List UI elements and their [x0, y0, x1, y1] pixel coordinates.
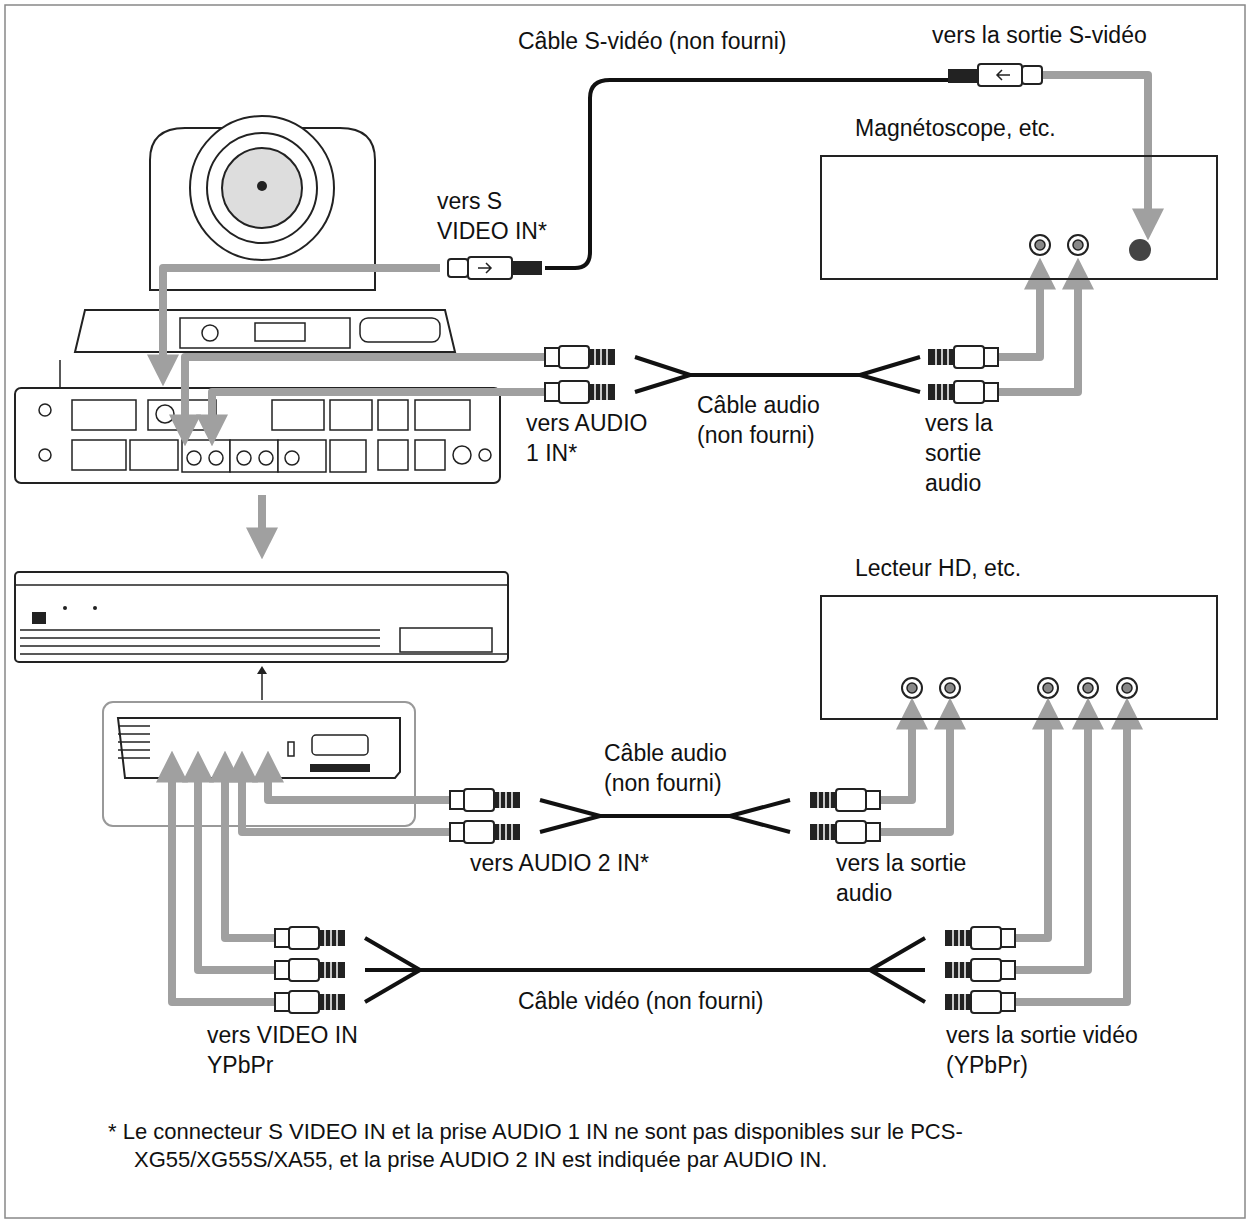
device-heading: Magnétoscope, etc.	[855, 113, 1056, 143]
cable-label: Câble S-vidéo (non fourni)	[518, 26, 786, 56]
device-box: Lecteur HD, etc.	[820, 595, 1218, 720]
connector-label: vers la sortie S-vidéo	[932, 20, 1147, 50]
connector-label: vers VIDEO IN YPbPr	[207, 1020, 402, 1080]
cable-label: Câble audio (non fourni)	[697, 390, 845, 450]
connector-label: vers la sortie audio	[925, 408, 1017, 498]
connector-label: vers AUDIO 1 IN*	[526, 408, 666, 468]
footnote: * Le connecteur S VIDEO IN et la prise A…	[108, 1118, 1144, 1174]
connector-label: vers AUDIO 2 IN*	[470, 848, 649, 878]
cable-label: Câble vidéo (non fourni)	[518, 986, 763, 1016]
device-heading: Lecteur HD, etc.	[855, 553, 1021, 583]
device-box: Magnétoscope, etc.	[820, 155, 1218, 280]
cable-label: Câble audio (non fourni)	[604, 738, 752, 798]
connector-label: vers la sortie vidéo (YPbPr)	[946, 1020, 1194, 1080]
connector-label: vers la sortie audio	[836, 848, 1011, 908]
connector-label: vers S VIDEO IN*	[437, 186, 559, 246]
